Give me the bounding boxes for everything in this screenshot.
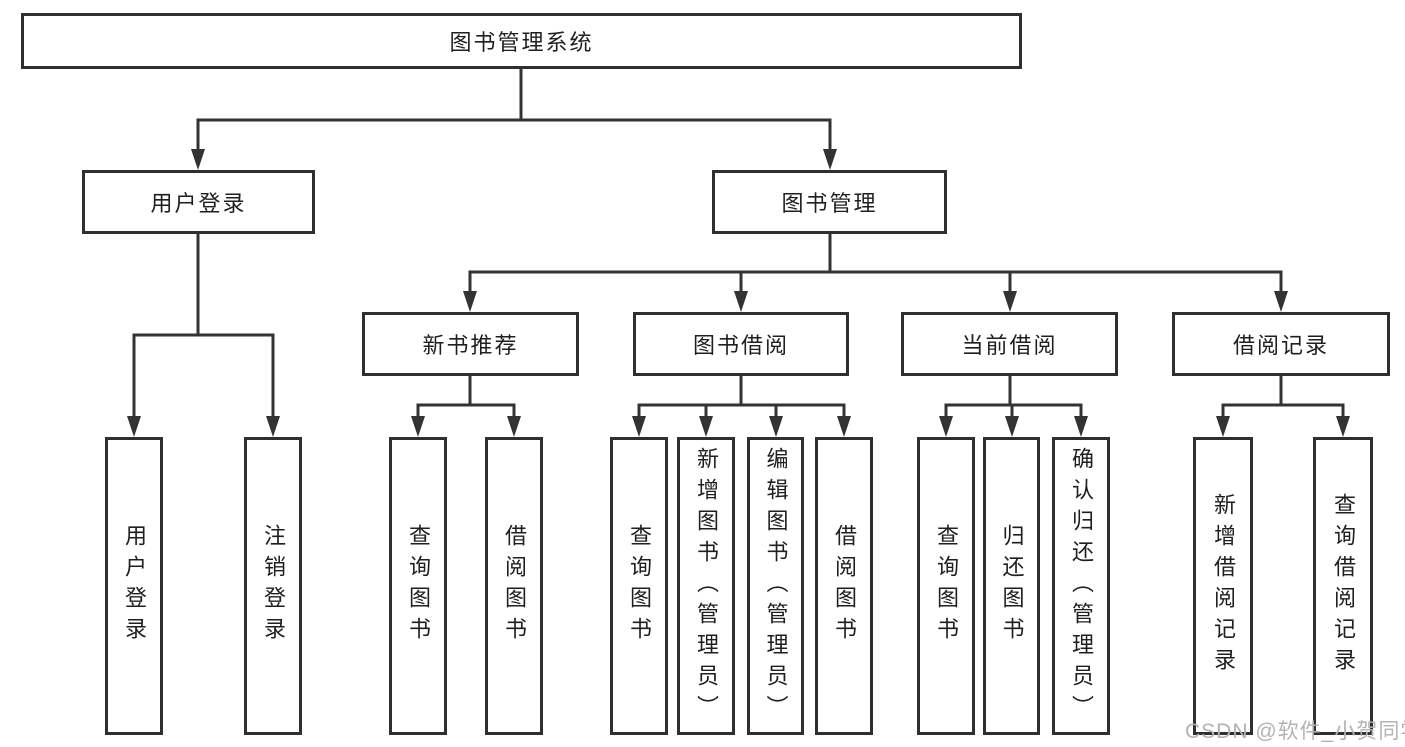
node-borrow-records: 借阅记录 xyxy=(1172,312,1390,376)
leaf-logout: 注销登录 xyxy=(244,437,302,735)
leaf-label: 查询图书 xyxy=(627,524,652,648)
leaf-edit-books-admin: 编辑图书（管理员） xyxy=(747,437,804,735)
leaf-user-login-label: 用户登录 xyxy=(122,524,147,648)
node-book-management: 图书管理 xyxy=(712,170,947,234)
csdn-watermark: CSDN @软件_小贺同学 xyxy=(1185,720,1405,743)
node-current-borrow: 当前借阅 xyxy=(901,312,1118,376)
leaf-label: 借阅图书 xyxy=(502,524,527,648)
node-user-login: 用户登录 xyxy=(82,170,315,234)
leaf-label: 借阅图书 xyxy=(832,524,857,648)
leaf-label: 新增图书（管理员） xyxy=(694,446,719,726)
leaf-label: 查询借阅记录 xyxy=(1331,493,1356,679)
leaf-label: 编辑图书（管理员） xyxy=(763,446,789,726)
leaf-confirm-return-admin: 确认归还（管理员） xyxy=(1052,437,1110,735)
leaf-label: 查询图书 xyxy=(934,524,959,648)
leaf-label: 确认归还（管理员） xyxy=(1069,446,1094,726)
node-new-book-recommend: 新书推荐 xyxy=(362,312,579,376)
leaf-borrow-books: 借阅图书 xyxy=(815,437,873,735)
arrowhead-icons xyxy=(127,149,1350,437)
leaf-query-borrow-record: 查询借阅记录 xyxy=(1313,437,1373,735)
leaf-borrow-books-recommend: 借阅图书 xyxy=(485,437,543,735)
leaf-logout-label: 注销登录 xyxy=(261,524,286,648)
leaf-return-books: 归还图书 xyxy=(983,437,1040,735)
leaf-label: 新增借阅记录 xyxy=(1211,493,1236,679)
leaf-label: 归还图书 xyxy=(999,524,1025,648)
node-root-system: 图书管理系统 xyxy=(21,13,1022,69)
leaf-user-login: 用户登录 xyxy=(105,437,163,735)
node-book-borrow: 图书借阅 xyxy=(633,312,849,376)
leaf-add-borrow-record: 新增借阅记录 xyxy=(1193,437,1253,735)
leaf-query-books-current: 查询图书 xyxy=(917,437,975,735)
leaf-query-books-borrow: 查询图书 xyxy=(610,437,668,735)
leaf-query-books-recommend: 查询图书 xyxy=(389,437,447,735)
leaf-add-books-admin: 新增图书（管理员） xyxy=(677,437,735,735)
leaf-label: 查询图书 xyxy=(406,524,431,648)
